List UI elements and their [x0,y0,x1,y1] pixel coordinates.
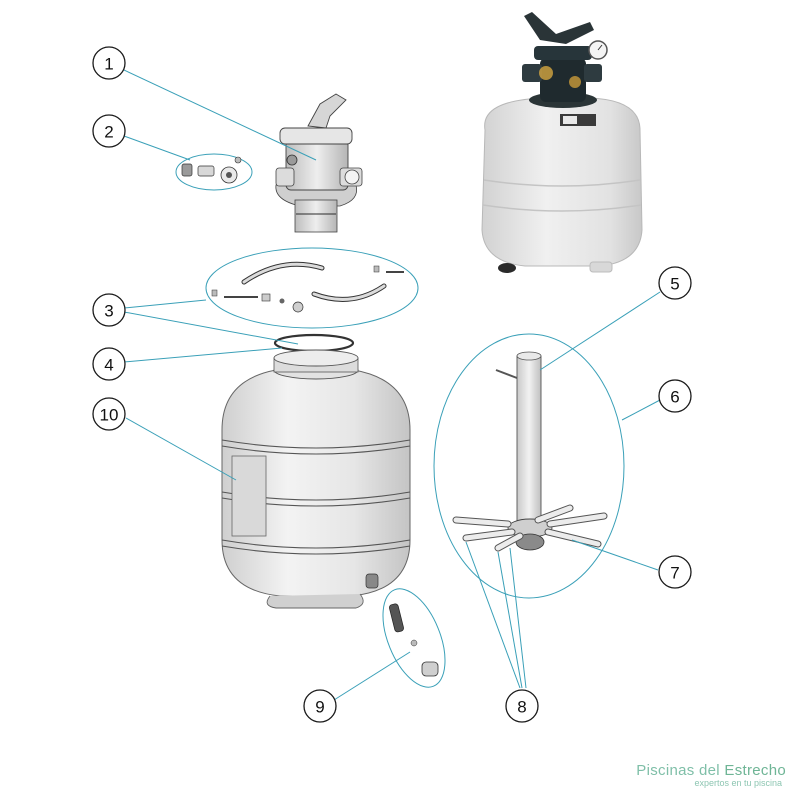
assembled-filter-photo [481,12,643,273]
leader-8a [465,541,521,689]
brand-logo: Piscinas del Estrecho expertos en tu pis… [636,762,786,788]
callout-8-label: 8 [517,698,526,717]
brand-logo-name: Piscinas del Estrecho [636,762,786,779]
leader-4 [123,347,283,363]
leader-lines [123,69,661,701]
drain-kit-drawing [382,588,446,688]
callout-2: 2 [92,114,126,148]
leader-8c [509,547,527,689]
brand-name: Estrecho [724,762,786,779]
multiport-valve-drawing [275,93,363,233]
leader-7 [571,539,659,571]
callout-7-label: 7 [670,564,679,583]
callout-7: 7 [658,555,692,589]
filter-tank-drawing [221,349,411,609]
callout-10-label: 10 [100,406,119,425]
callout-6-label: 6 [670,388,679,407]
callout-4: 4 [92,347,126,381]
leader-9 [333,651,411,701]
callout-3-label: 3 [104,302,113,321]
leader-3b [123,311,299,345]
clamp-kit-drawing [205,247,419,329]
leader-3a [123,299,207,309]
callout-5: 5 [658,266,692,300]
gauge-kit-drawing [175,153,253,191]
callout-1-label: 1 [104,55,113,74]
leader-8b [497,551,523,689]
callout-4-label: 4 [104,356,113,375]
lateral-assembly-drawing [433,333,625,599]
callout-8: 8 [505,689,539,723]
brand-prefix: Piscinas del [636,762,725,779]
callout-9-label: 9 [315,698,324,717]
callout-2-label: 2 [104,123,113,142]
callout-9: 9 [303,689,337,723]
leader-10 [125,417,237,481]
brand-tagline: expertos en tu piscina [694,778,782,788]
leader-6 [621,399,661,421]
callout-1: 1 [92,46,126,80]
callout-5-label: 5 [670,275,679,294]
callout-10: 10 [92,397,126,431]
leader-1 [123,69,317,161]
callout-6: 6 [658,379,692,413]
leader-5 [539,291,661,371]
o-ring-drawing [273,333,355,353]
callout-3: 3 [92,293,126,327]
leader-2 [123,135,191,161]
